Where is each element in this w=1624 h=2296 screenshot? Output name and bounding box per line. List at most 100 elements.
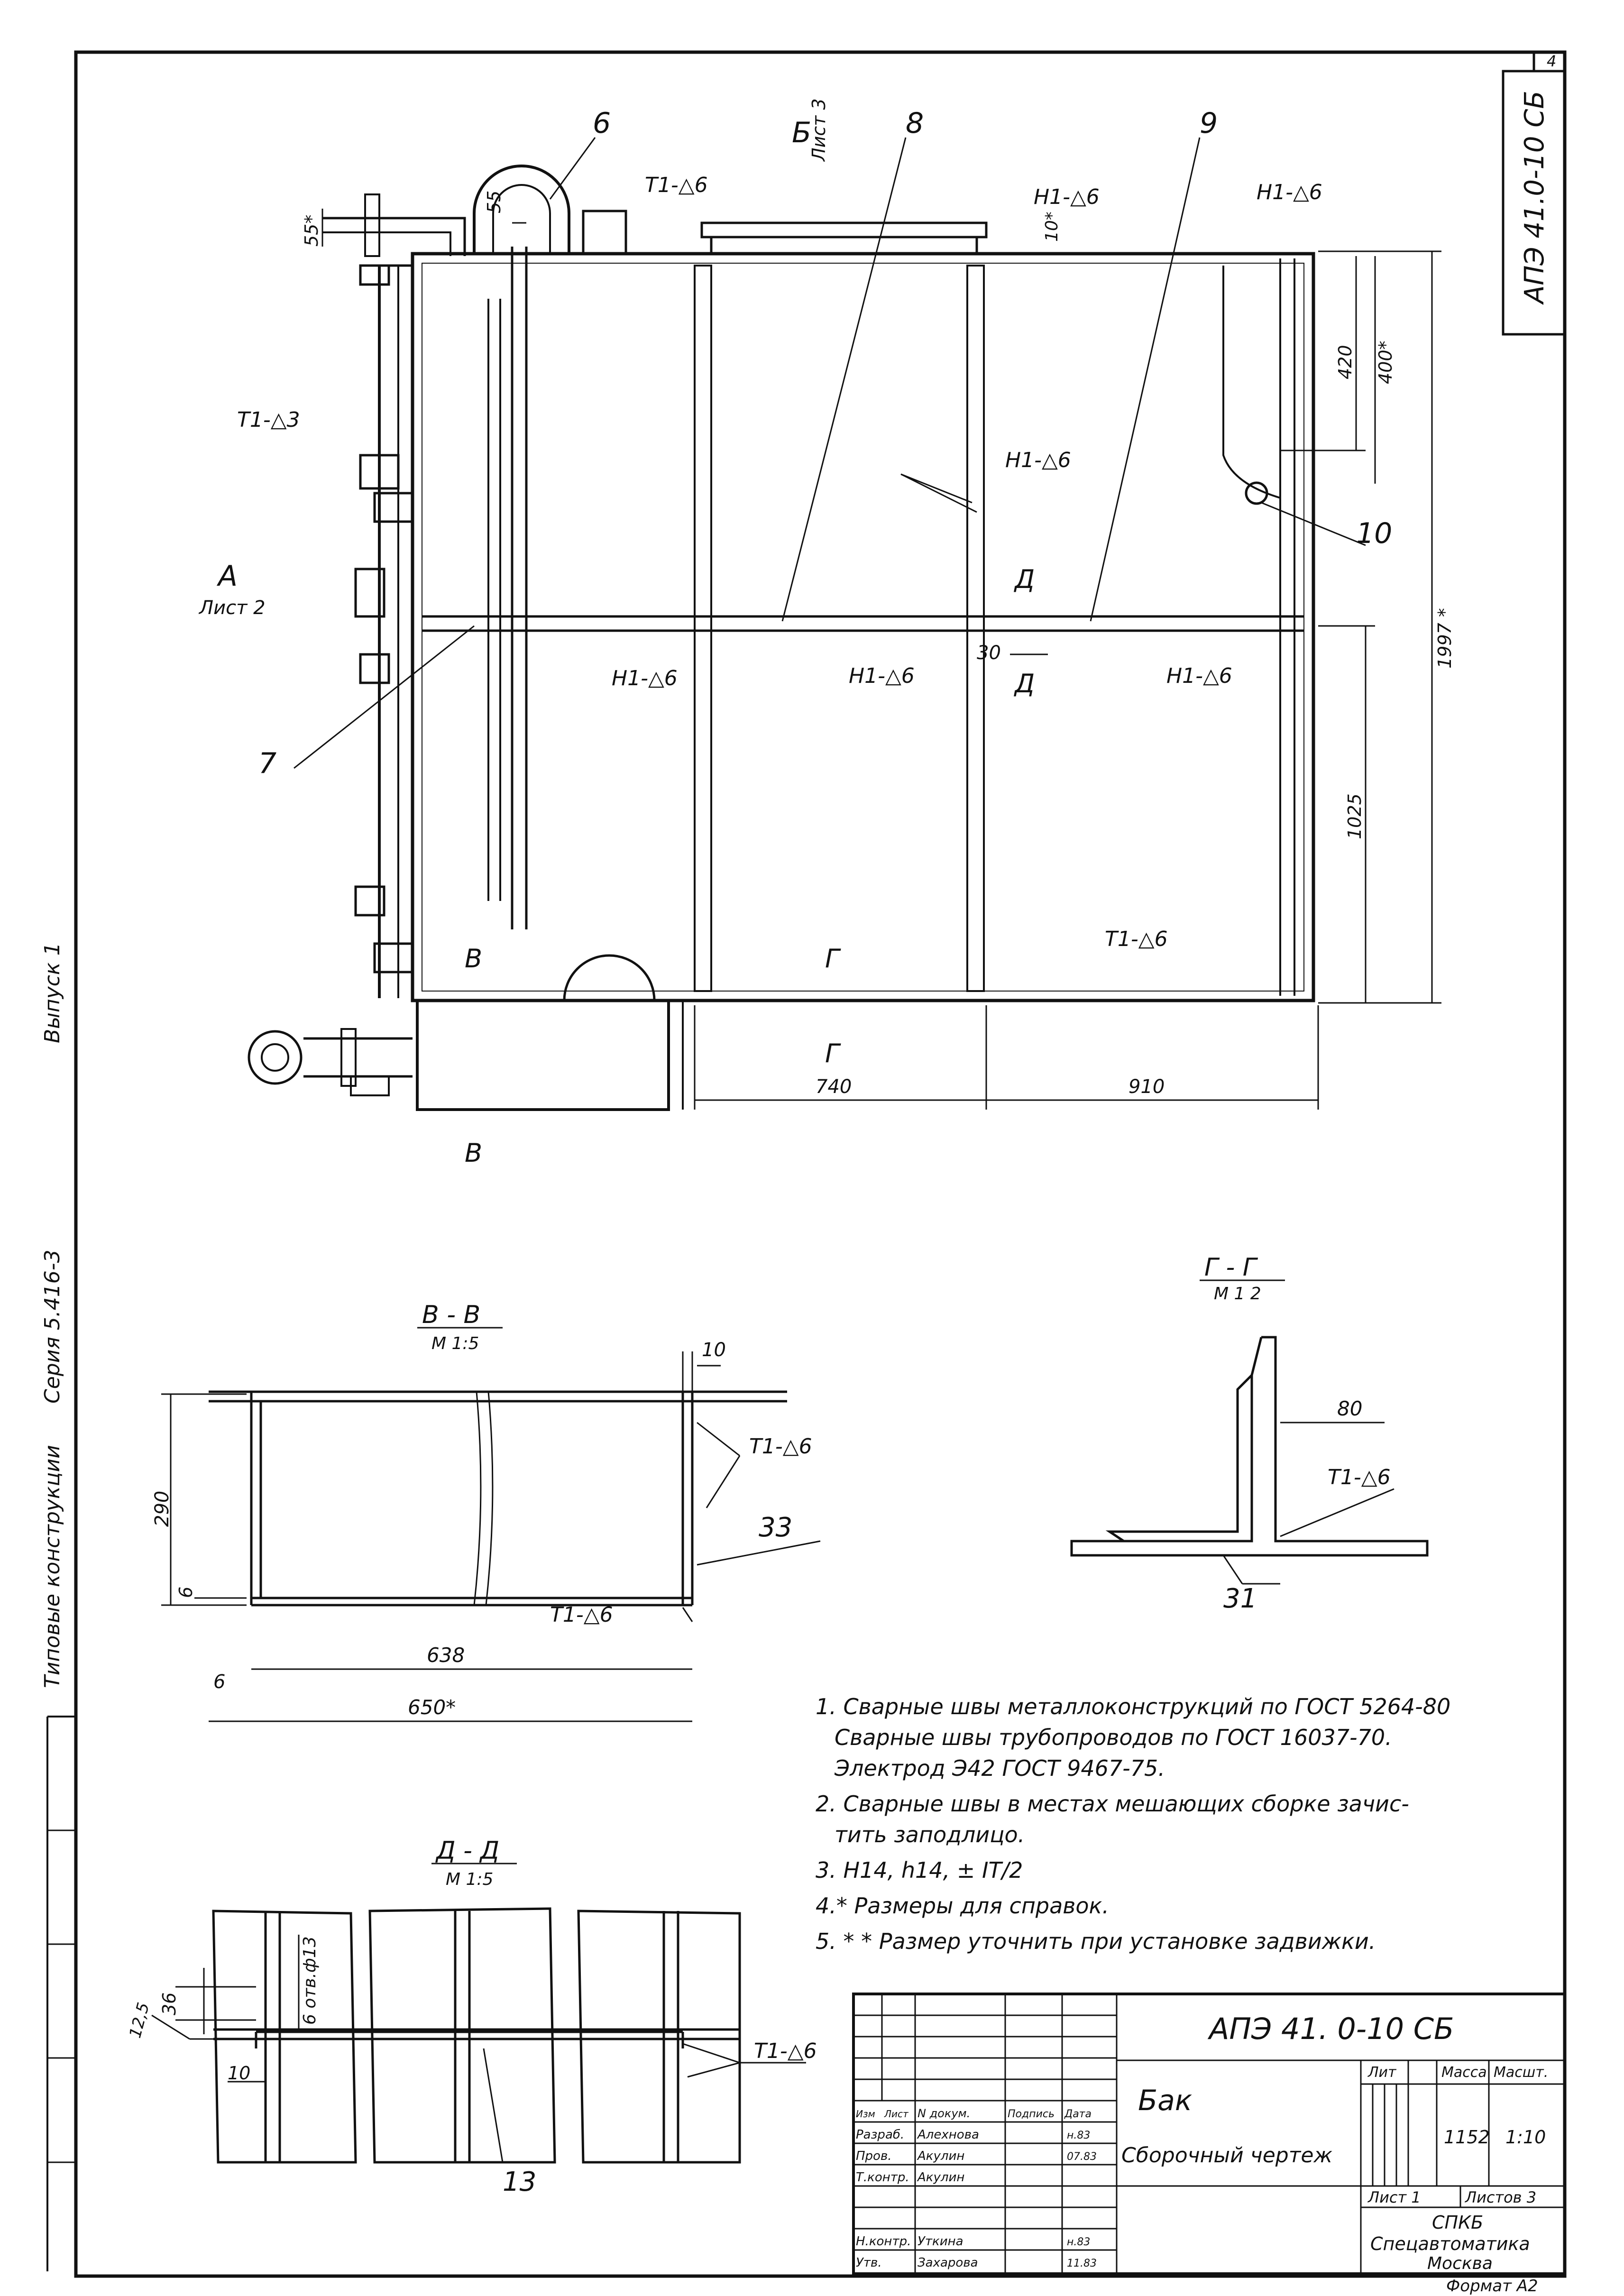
vv-weld-bottom: Т1-△6 [550, 1603, 613, 1627]
side-series: Серия 5.416-3 [40, 1249, 64, 1404]
gg-dim-80: 80 [1337, 1397, 1362, 1420]
section-vv: В - В М 1:5 [151, 1301, 821, 1722]
tb-row-role-1: Разраб. [856, 2128, 904, 2142]
pos-9: 9 [1200, 107, 1218, 140]
tb-row-role-4: Н.контр. [856, 2234, 911, 2249]
tank-body [411, 252, 1315, 1002]
gg-weld: Т1-△6 [1328, 1465, 1391, 1489]
pos-7: 7 [258, 747, 276, 780]
vv-pos-33: 33 [759, 1512, 792, 1543]
dim-55b: 55 [484, 191, 505, 213]
tb-col-mass: Масса [1441, 2064, 1487, 2081]
tb-head-doc: N докум. [918, 2107, 970, 2120]
tb-row-role-2: Пров. [856, 2149, 892, 2163]
note-1: 1. Сварные швы металлоконструкций по ГОС… [816, 1694, 1450, 1719]
tb-sheets: Листов 3 [1465, 2188, 1536, 2206]
note-4: 4.* Размеры для справок. [816, 1893, 1109, 1919]
weld-stiffener: Н1-△6 [1005, 448, 1071, 472]
sheet-frame: 4 АПЭ 41.0-10 СБ Серия 5.416-3 Выпуск 1 … [40, 50, 1567, 2296]
vv-dim-650: 650* [408, 1696, 456, 1719]
tb-org-1: СПКБ [1432, 2212, 1483, 2233]
sheet-corner-number: 4 [1547, 52, 1556, 70]
mark-a: А [216, 560, 238, 593]
note-1b: Сварные швы трубопроводов по ГОСТ 16037-… [835, 1725, 1392, 1750]
vv-dim-10: 10 [702, 1339, 726, 1361]
format-label: Формат А2 [1446, 2277, 1538, 2296]
vv-dim-6b: 6 [213, 1671, 225, 1693]
main-view-labels: 6 8 9 10 7 Б Лист 3 А Лист 2 В В Г Г Д Д… [198, 98, 1455, 1168]
tb-head-izm: Изм [856, 2108, 875, 2120]
technical-notes: 1. Сварные швы металлоконструкций по ГОС… [816, 1694, 1450, 1954]
dim-400: 400* [1375, 340, 1396, 384]
weld-nozzle: Т1-△3 [237, 408, 300, 432]
note-3: 3. Н14, h14, ± IT/2 [816, 1857, 1023, 1883]
mark-d-top: Д [1014, 564, 1035, 594]
main-view [248, 137, 1441, 1111]
vv-dim-638: 638 [427, 1644, 465, 1667]
tb-row-date-5: 11.83 [1067, 2258, 1097, 2269]
dim-10: 10* [1042, 211, 1062, 242]
section-dd-scale: М 1:5 [446, 1870, 493, 1889]
dd-dim-125: 12,5 [126, 2001, 153, 2040]
dim-910: 910 [1129, 1076, 1165, 1098]
tb-row-name-5: Захарова [918, 2256, 978, 2270]
side-issue: Выпуск 1 [40, 943, 64, 1043]
weld-mid-left: Н1-△6 [612, 666, 678, 690]
tb-col-scale: Масшт. [1494, 2064, 1548, 2081]
tb-row-date-1: н.83 [1067, 2130, 1090, 2141]
tb-row-name-3: Акулин [917, 2170, 964, 2185]
mark-b-sheet: Лист 3 [808, 98, 829, 162]
tb-org-2: Спецавтоматика [1370, 2233, 1530, 2254]
dim-30: 30 [977, 642, 1001, 664]
tb-scale: 1:10 [1505, 2127, 1546, 2148]
tb-head-sign: Подпись [1008, 2108, 1055, 2120]
tb-row-role-5: Утв. [856, 2256, 882, 2270]
tb-org-3: Москва [1427, 2254, 1493, 2273]
dim-1997: 1997 * [1434, 608, 1455, 669]
tb-doc-type: Сборочный чертеж [1121, 2143, 1332, 2167]
mark-d-bottom: Д [1014, 669, 1035, 698]
weld-mid-center: Н1-△6 [849, 664, 915, 688]
mark-a-sheet: Лист 2 [198, 597, 266, 619]
note-2b: тить заподлицо. [835, 1822, 1025, 1847]
pos-8: 8 [906, 107, 924, 140]
tb-row-date-4: н.83 [1067, 2236, 1090, 2248]
weld-bottom: Т1-△6 [1105, 927, 1168, 951]
tb-row-role-3: Т.контр. [856, 2170, 909, 2185]
mark-v-bottom: В [465, 1138, 482, 1168]
note-1c: Электрод Э42 ГОСТ 9467-75. [834, 1755, 1165, 1781]
dim-740: 740 [816, 1076, 852, 1098]
tb-head-list: Лист [884, 2108, 909, 2120]
title-block: АПЭ 41. 0-10 СБ Бак Сборочный чертеж Лит… [852, 1993, 1566, 2275]
weld-top-right: Н1-△6 [1034, 185, 1100, 209]
side-nozzles [354, 264, 414, 974]
section-vv-scale: М 1:5 [431, 1334, 479, 1353]
vv-weld-top: Т1-△6 [749, 1434, 812, 1459]
pos-10: 10 [1356, 517, 1392, 550]
top-stamp: АПЭ 41.0-10 СБ [1519, 91, 1550, 305]
mark-b: Б [792, 116, 811, 149]
tb-name: Бак [1138, 2084, 1192, 2117]
dim-1025: 1025 [1344, 793, 1365, 839]
dd-weld: Т1-△6 [754, 2039, 817, 2063]
tb-row-name-2: Акулин [917, 2149, 964, 2163]
mark-v-top: В [465, 944, 482, 974]
side-type: Типовые конструкции [40, 1445, 64, 1688]
mark-g-bottom: Г [825, 1038, 841, 1068]
gg-pos-31: 31 [1223, 1583, 1257, 1614]
dim-55a: 55* [301, 215, 322, 247]
tb-row-date-2: 07.83 [1067, 2151, 1097, 2163]
section-gg-title: Г - Г [1204, 1253, 1258, 1282]
section-vv-title: В - В [422, 1301, 480, 1329]
dd-holes: 6 отв.ф13 [300, 1936, 320, 2025]
dim-420: 420 [1335, 345, 1356, 379]
vv-dim-290: 290 [151, 1491, 173, 1527]
section-dd-title: Д - Д [435, 1837, 499, 1865]
dd-dim-10: 10 [228, 2063, 250, 2084]
tb-designation: АПЭ 41. 0-10 СБ [1207, 2011, 1454, 2046]
note-5: 5. * * Размер уточнить при установке зад… [816, 1929, 1376, 1954]
section-gg-scale: М 1 2 [1214, 1284, 1261, 1304]
weld-corner: Н1-△6 [1257, 180, 1322, 204]
note-2: 2. Сварные швы в местах мешающих сборке … [816, 1791, 1409, 1817]
